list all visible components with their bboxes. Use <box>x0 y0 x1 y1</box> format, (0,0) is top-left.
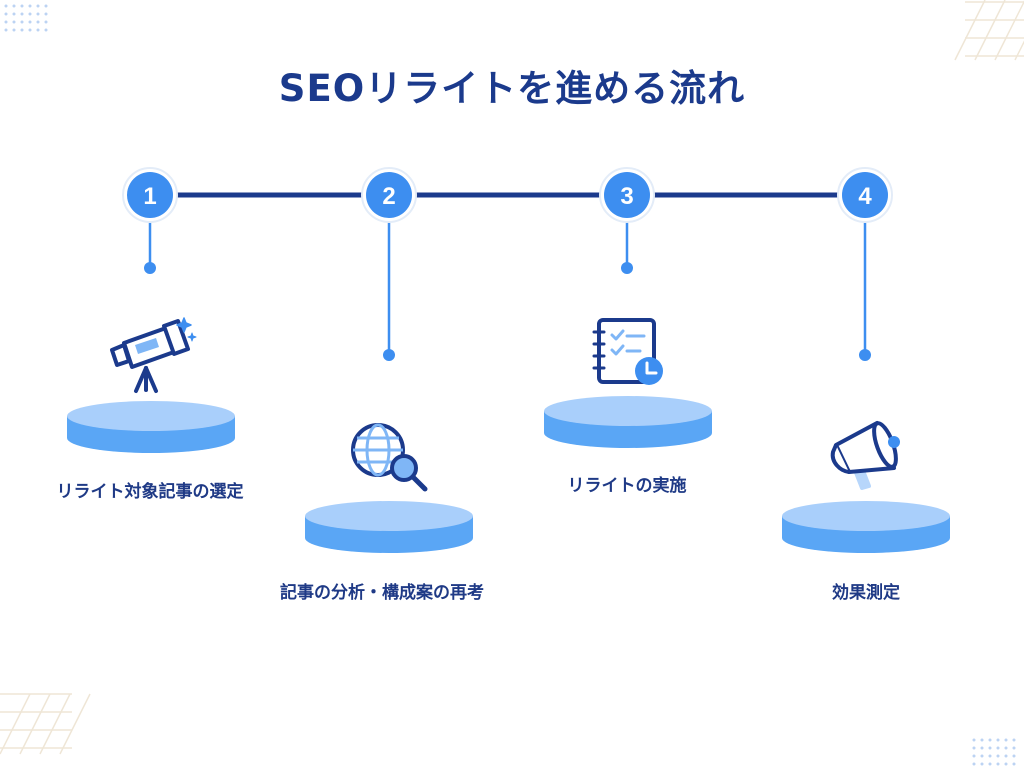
step-marker-1: 1 <box>122 167 178 223</box>
step-number: 2 <box>382 183 395 210</box>
hatch-bottom-left <box>0 693 91 755</box>
step-number: 4 <box>858 183 872 210</box>
dot-grid-bottom-right <box>972 738 1016 766</box>
stem-dot-3 <box>621 262 633 274</box>
stem-dot-4 <box>859 349 871 361</box>
step-marker-2: 2 <box>361 167 417 223</box>
step-label-4: 効果測定 <box>832 583 900 603</box>
telescope-icon <box>110 317 197 393</box>
pedestal-1 <box>67 401 235 453</box>
globe-search-icon <box>351 423 428 492</box>
pedestal-4 <box>782 501 950 553</box>
step-label-2: 記事の分析・構成案の再考 <box>280 583 484 603</box>
page-title: SEOリライトを進める流れ <box>278 67 746 110</box>
step-label-3: リライトの実施 <box>567 476 687 496</box>
step-number: 3 <box>620 183 633 210</box>
step-number: 1 <box>143 183 156 210</box>
stem-dot-2 <box>383 349 395 361</box>
checklist-clock-icon <box>592 318 663 385</box>
step-marker-3: 3 <box>599 167 655 223</box>
step-label-1: リライト対象記事の選定 <box>56 482 244 502</box>
pedestal-2 <box>305 501 473 553</box>
step-marker-4: 4 <box>837 167 893 223</box>
hatch-top-right <box>954 0 1024 61</box>
pedestal-3 <box>544 396 712 448</box>
stem-dot-1 <box>144 262 156 274</box>
dot-grid-top-left <box>4 4 48 32</box>
megaphone-icon <box>830 421 900 490</box>
